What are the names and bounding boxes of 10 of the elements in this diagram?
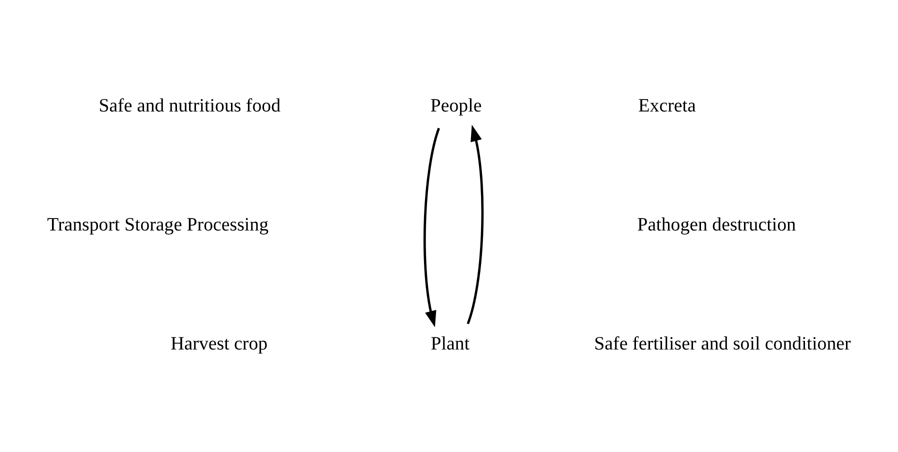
arrow [466, 124, 484, 324]
label: Harvest crop [170, 334, 268, 355]
label: Transport Storage Processing [47, 214, 269, 236]
node-text: People [430, 95, 482, 116]
label: Pathogen destruction [637, 214, 796, 236]
label: Safe fertiliser and soil conditioner [594, 334, 851, 355]
node-text: Plant [430, 334, 470, 355]
arrow [424, 128, 440, 328]
label: Excreta [638, 95, 696, 116]
label: Safe and nutritious food [98, 95, 281, 116]
